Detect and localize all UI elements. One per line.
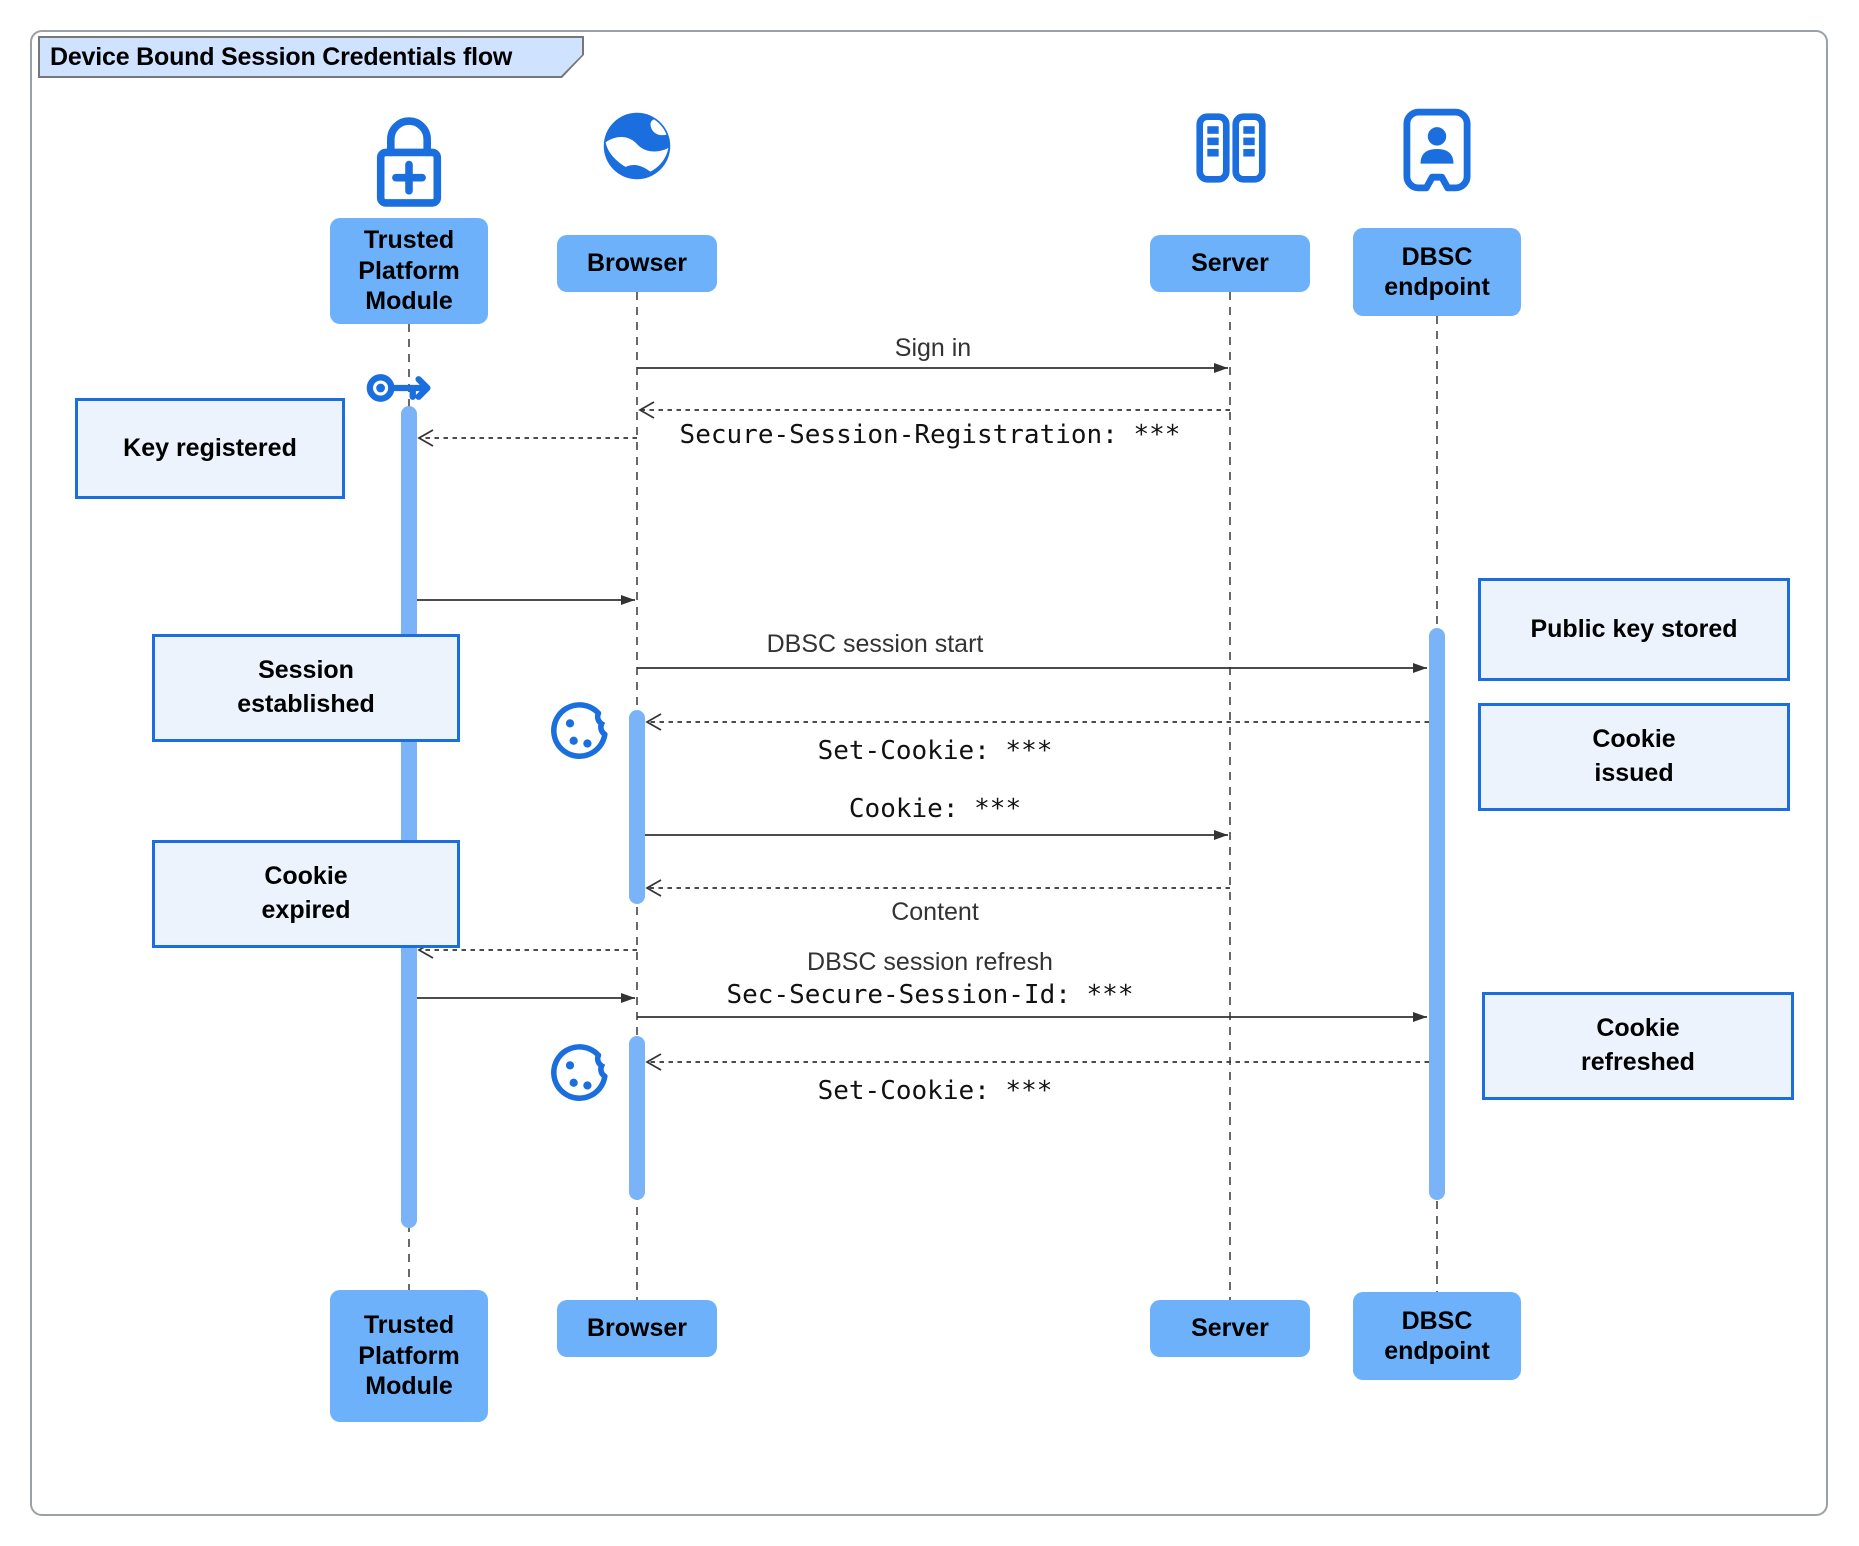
diagram-title-tag: Device Bound Session Credentials flow (38, 36, 584, 78)
note-cookie-expired: Cookie expired (152, 840, 460, 948)
cookie-icon (548, 690, 614, 764)
note-session-established: Session established (152, 634, 460, 742)
actor-tpm-top: Trusted Platform Module (330, 218, 488, 324)
browser-activation-bar-2 (629, 1036, 645, 1200)
note-public-key-stored: Public key stored (1478, 578, 1790, 681)
actor-browser-bottom: Browser (557, 1300, 717, 1357)
label-sec-secure-session-id: Sec-Secure-Session-Id: *** (726, 980, 1134, 1010)
label-set-cookie-2: Set-Cookie: *** (817, 1076, 1053, 1106)
label-dbsc-session-refresh: DBSC session refresh (807, 948, 1053, 976)
globe-icon (599, 108, 675, 184)
label-set-cookie-1: Set-Cookie: *** (817, 736, 1053, 766)
actor-tpm-bottom: Trusted Platform Module (330, 1290, 488, 1422)
dbsc-activation-bar (1429, 628, 1445, 1200)
label-content: Content (891, 898, 979, 926)
diagram-title: Device Bound Session Credentials flow (50, 42, 513, 71)
actor-dbsc-bottom: DBSC endpoint (1353, 1292, 1521, 1380)
actor-server-bottom: Server (1150, 1300, 1310, 1357)
cookie-icon (548, 1032, 614, 1106)
actor-server-top: Server (1150, 235, 1310, 292)
label-sign-in: Sign in (894, 334, 972, 362)
diagram-title-tag-fill: Device Bound Session Credentials flow (40, 38, 582, 76)
lock-plus-icon (363, 112, 455, 208)
browser-activation-bar-1 (629, 710, 645, 904)
label-dbsc-session-start: DBSC session start (766, 630, 984, 658)
key-icon (366, 362, 440, 414)
note-cookie-refreshed: Cookie refreshed (1482, 992, 1794, 1100)
tpm-activation-bar (401, 406, 417, 1228)
server-rack-icon (1195, 112, 1267, 184)
note-key-registered: Key registered (75, 398, 345, 499)
label-cookie: Cookie: *** (848, 794, 1022, 824)
person-door-icon (1403, 108, 1471, 192)
label-secure-session-registration: Secure-Session-Registration: *** (679, 420, 1181, 450)
actor-dbsc-top: DBSC endpoint (1353, 228, 1521, 316)
actor-browser-top: Browser (557, 235, 717, 292)
note-cookie-issued: Cookie issued (1478, 703, 1790, 811)
